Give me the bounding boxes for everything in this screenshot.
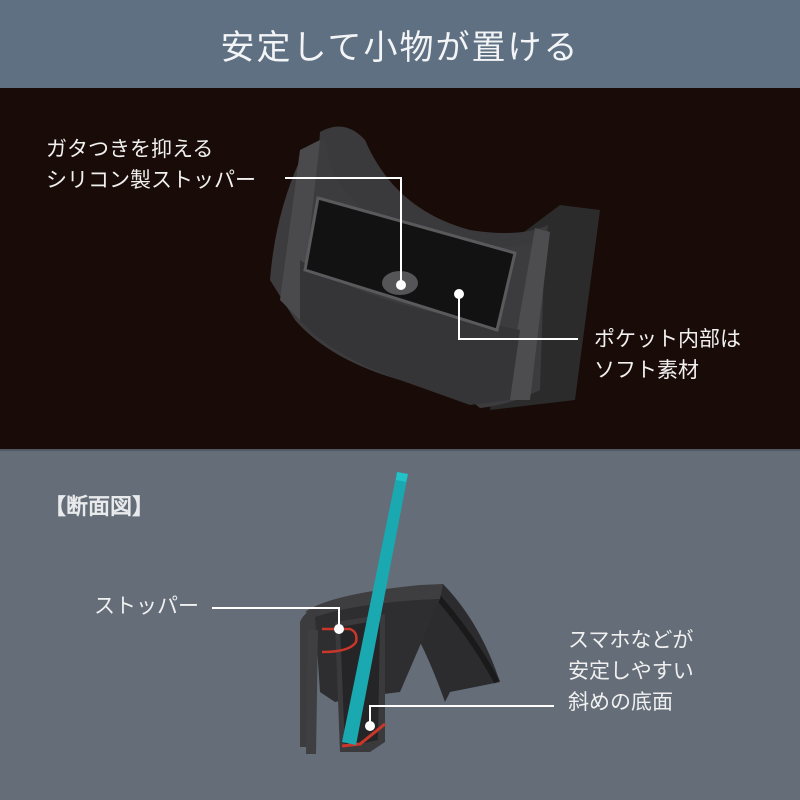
- callout-line: ソフト素材: [594, 358, 699, 382]
- product-illustration: [270, 126, 600, 410]
- cross-section-illustration: [212, 472, 554, 754]
- callout-line: ストッパー: [94, 594, 199, 618]
- callout-pocket-label: ポケット内部は ソフト素材: [594, 324, 741, 386]
- page-title: 安定して小物が置ける: [220, 27, 580, 68]
- product-photo-section: ガタつきを抑える シリコン製ストッパー ポケット内部は ソフト素材: [0, 88, 800, 449]
- callout-bottom-label: スマホなどが 安定しやすい 斜めの底面: [568, 625, 694, 718]
- callout-line: 安定しやすい: [568, 659, 694, 683]
- callout-stopper-label: ガタつきを抑える シリコン製ストッパー: [46, 134, 256, 196]
- callout-line: ポケット内部は: [594, 327, 741, 351]
- callout-line: スマホなどが: [568, 628, 694, 652]
- callout-line: 斜めの底面: [568, 690, 673, 714]
- callout-stopper-label: ストッパー: [94, 591, 199, 622]
- header-banner: 安定して小物が置ける: [0, 0, 800, 88]
- callout-line: シリコン製ストッパー: [46, 168, 256, 192]
- section-title: 【断面図】: [44, 495, 155, 520]
- cross-section-diagram: 【断面図】 ストッパー スマホなどが 安定しやすい 斜めの底面: [0, 449, 800, 800]
- callout-line: ガタつきを抑える: [46, 137, 214, 161]
